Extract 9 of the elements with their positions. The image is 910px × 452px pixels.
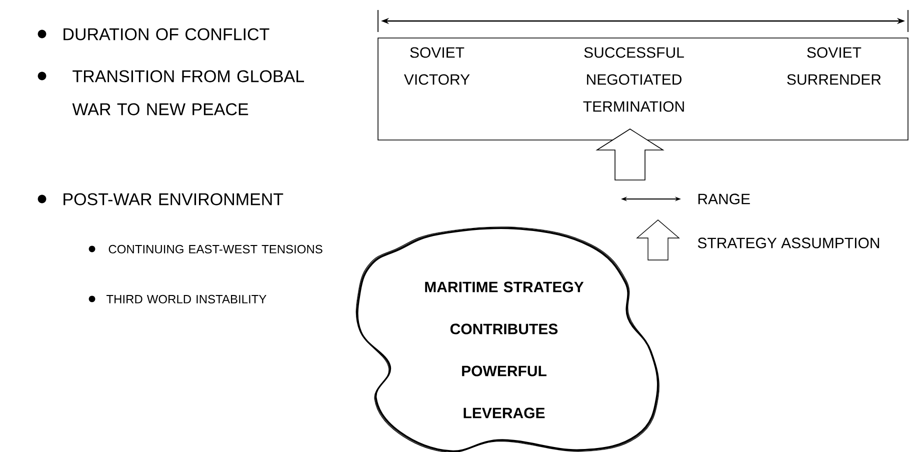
bullet-text: THIRD WORLD INSTABILITY [106, 294, 266, 304]
outcome-box: SOVIET VICTORY SUCCESSFUL NEGOTIATED TERMINATION SOVIET SURRENDER [378, 38, 908, 140]
cloud: MARITIME STRATEGY CONTRIBUTES POWERFUL LEVERAGE [356, 226, 660, 452]
legend-text: RANGE [698, 194, 750, 204]
bullet-text: CONTINUING EAST-WEST TENSIONS [108, 244, 322, 254]
bullet-text: POST-WAR ENVIRONMENT [64, 193, 284, 206]
bullet-text: TRANSITION FROM GLOBAL WAR TO NEW PEACE [72, 70, 304, 116]
bullet-text: DURATION OF CONFLICT [64, 28, 270, 40]
legend-text: STRATEGY ASSUMPTION [698, 238, 880, 248]
